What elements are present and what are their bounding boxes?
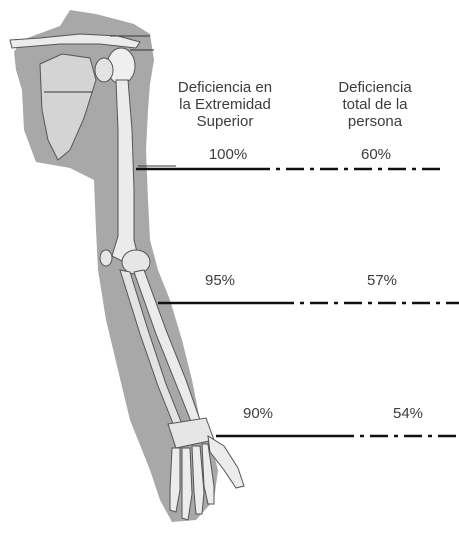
header-limb-line: Superior	[160, 113, 290, 130]
person-pct-level-3: 54%	[378, 405, 438, 422]
person-pct-level-2: 57%	[352, 272, 412, 289]
limb-pct-level-3: 90%	[228, 405, 288, 422]
header-limb-line: la Extremidad	[160, 96, 290, 113]
header-limb-deficiency: Deficiencia en la Extremidad Superior	[160, 79, 290, 130]
header-limb-line: Deficiencia en	[160, 79, 290, 96]
limb-pct-level-2: 95%	[190, 272, 250, 289]
shoulder-joint	[95, 58, 113, 82]
elbow-joint	[122, 250, 150, 274]
header-person-line: Deficiencia	[314, 79, 436, 96]
person-pct-level-1: 60%	[346, 146, 406, 163]
header-person-deficiency: Deficiencia total de la persona	[314, 79, 436, 130]
olecranon	[100, 250, 112, 266]
limb-pct-level-1: 100%	[198, 146, 258, 163]
header-person-line: total de la	[314, 96, 436, 113]
header-person-line: persona	[314, 113, 436, 130]
